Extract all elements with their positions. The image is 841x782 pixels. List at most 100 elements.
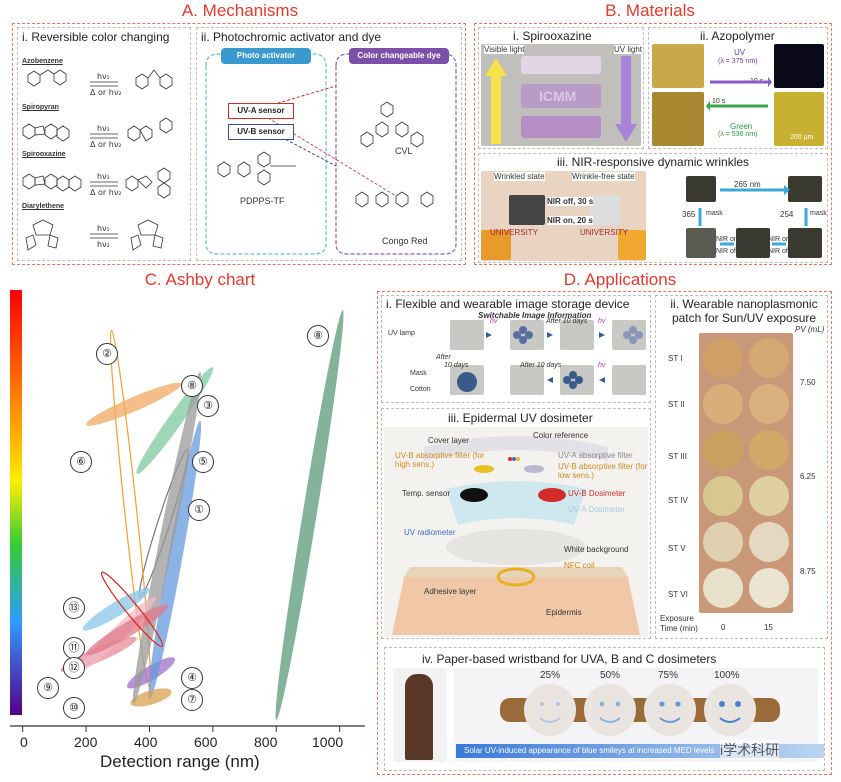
nir-off-label: NIR off, 30 s (547, 197, 594, 206)
wristband-panel (384, 647, 825, 771)
uv-radiometer: UV radiometer (404, 528, 456, 537)
label-3: ③ (197, 395, 219, 417)
exposure-label: Exposure Time (min) (660, 614, 698, 633)
wrinkle-state-3 (686, 228, 716, 258)
label-1: ① (188, 499, 210, 521)
uv-light-label: UV light (614, 45, 643, 54)
arrow-rev-1: Δ or hν₂ (90, 88, 122, 97)
spirooxazine-panel (478, 27, 644, 149)
patch-photo (699, 333, 793, 613)
patch-st5-0 (703, 522, 743, 562)
azo-scale: 200 μm (790, 134, 814, 141)
uva-sensor: UV-A sensor (228, 103, 294, 119)
exposure-15: 15 (764, 623, 773, 632)
title-mechanisms: A. Mechanisms (181, 1, 299, 20)
storage-patterns (457, 326, 643, 392)
reversible-subtitle: i. Reversible color changing (22, 30, 170, 44)
ashby-xlabel: Detection range (nm) (100, 752, 260, 771)
label-6: ⑥ (70, 451, 92, 473)
uva-filter: UV-A absorptive filter (558, 451, 633, 460)
compound-diarylethene: Diarylethene (22, 203, 65, 210)
white-background: White background (564, 545, 629, 554)
label-5: ⑤ (192, 451, 214, 473)
arrow-fwd-4: hν₁ (97, 224, 110, 233)
materials-panel (474, 23, 832, 265)
adhesive-layer: Adhesive layer (424, 587, 477, 596)
st-label-5: ST V (668, 544, 686, 553)
wrinkle-state-2 (788, 176, 822, 202)
azo-green-label: Green (730, 122, 753, 131)
azo-photo-1 (652, 44, 704, 88)
title-applications: D. Applications (563, 270, 677, 289)
mask-label-2: mask (810, 210, 827, 217)
nir-off-small-1: NIR off (716, 248, 738, 255)
after-10-days-1: After 10 days (546, 318, 588, 325)
x-tick-400: 400 (134, 734, 158, 750)
smiley-25 (524, 684, 576, 736)
wrist-arm (405, 674, 433, 760)
activator-name: PDPPS-TF (240, 196, 285, 206)
smiley-75 (644, 684, 696, 736)
epidermis: Epidermis (546, 608, 582, 617)
patch-st2-15 (749, 384, 789, 424)
azo-photo-3 (774, 44, 824, 88)
title-materials: B. Materials (605, 1, 695, 20)
range-ellipse-12 (82, 587, 150, 631)
hv-label-2: hv (598, 318, 606, 325)
pv-label: PV (mL) (795, 325, 825, 334)
color-dye-label: Color changeable dye (349, 48, 449, 64)
label-13: ⑬ (63, 597, 85, 619)
nir-on-small-2: NIR on (768, 236, 790, 243)
temp-sensor: Temp. sensor (402, 489, 451, 498)
wrinkle-sample-2 (590, 195, 620, 225)
patch-subtitle: ii. Wearable nanoplasmonic patch for Sun… (670, 297, 818, 325)
uvb-filter-high: UV-B absorptive filter (for high sens.) (395, 451, 485, 469)
azo-uv-nm: (λ = 375 nm) (718, 58, 758, 65)
range-ellipse-14 (100, 571, 164, 647)
smiley-100 (704, 684, 756, 736)
nm265-label: 265 nm (734, 180, 761, 189)
arrow-rev-3: Δ or hν₂ (90, 188, 122, 197)
storage-img-1 (450, 320, 484, 350)
wrinkle-state-1 (686, 176, 716, 202)
wrinkles-subtitle: iii. NIR-responsive dynamic wrinkles (557, 155, 750, 169)
label-10: ⑩ (63, 697, 85, 719)
storage-img-8 (612, 365, 646, 395)
smiley-faces (539, 701, 741, 723)
cover-layer: Cover layer (428, 436, 469, 445)
applications-panel (377, 291, 832, 775)
wrinkle-arrows (698, 185, 808, 246)
azo-arrows (706, 77, 772, 111)
pv-value-1: 7.50 (800, 378, 816, 387)
st-label-6: ST VI (668, 590, 688, 599)
icmm-text: ICMM (539, 88, 577, 104)
switchable-label: Switchable Image Information (478, 311, 592, 320)
patch-st5-15 (749, 522, 789, 562)
label-2: ② (96, 343, 118, 365)
title-ashby: C. Ashby chart (144, 270, 256, 289)
hv-label-1: hv (490, 318, 498, 325)
cotton-label: Cotton (410, 386, 431, 393)
smiley-50 (584, 684, 636, 736)
st-label-2: ST II (668, 400, 685, 409)
uva-dosimeter: UV-A Dosimeter (568, 505, 625, 514)
arrow-rev-4: hν₂ (97, 240, 110, 249)
spectrum-colorbar (10, 290, 22, 715)
dosimeter-subtitle: iii. Epidermal UV dosimeter (448, 411, 593, 425)
patch-st3-0 (703, 430, 743, 470)
patch-panel (655, 295, 828, 639)
label-8b: ⑧ (307, 325, 329, 347)
arrow-fwd-2: hν₁ (97, 124, 110, 133)
mask-app-label: Mask (410, 370, 427, 377)
activator-diagram (205, 53, 457, 255)
storage-panel (381, 295, 651, 403)
x-tick-1000: 1000 (312, 734, 344, 750)
uvb-dosimeter: UV-B Dosimeter (568, 489, 626, 498)
range-ellipse-9 (275, 309, 344, 721)
patch-st1-0 (703, 338, 743, 378)
light-arrows (485, 56, 637, 144)
nir-on-small-1: NIR on (716, 236, 738, 243)
azo-photo-2 (652, 92, 704, 146)
range-ellipse-6 (85, 382, 182, 426)
compound-azobenzene: Azobenzene (22, 58, 63, 65)
